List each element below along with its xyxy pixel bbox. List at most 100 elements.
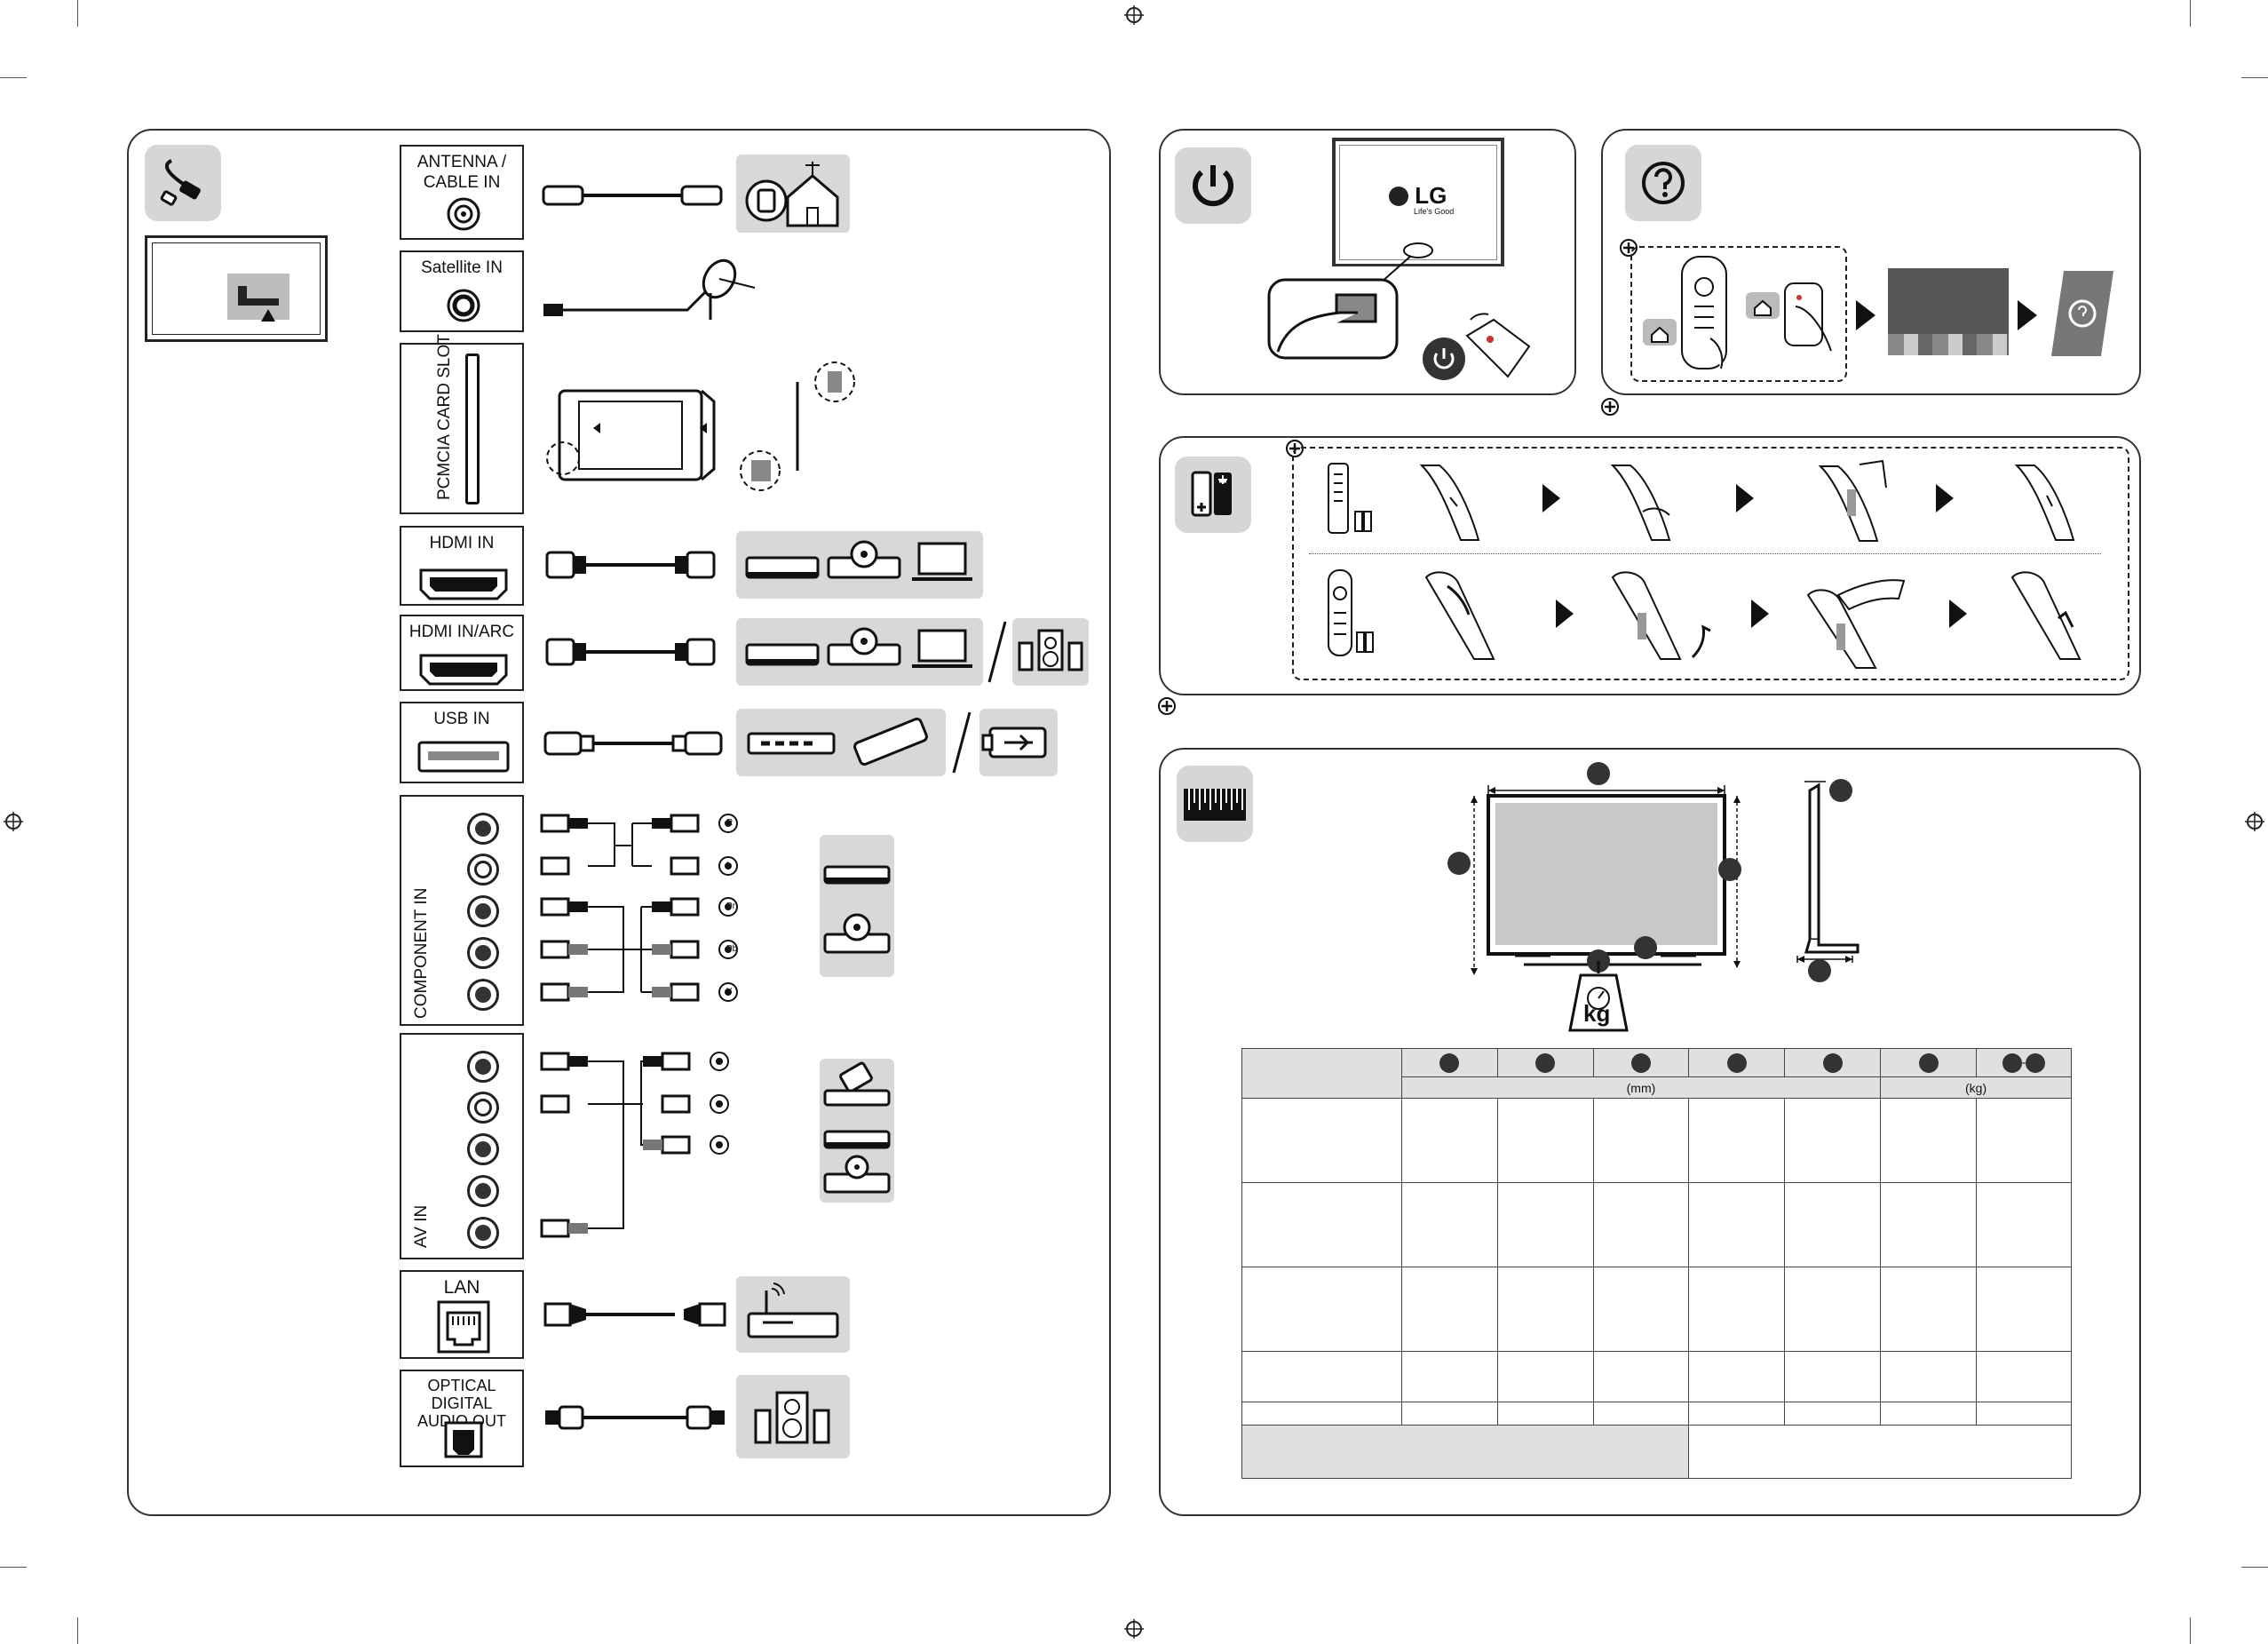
port-usb: USB IN — [400, 702, 524, 783]
dimension-column-header — [1784, 1048, 1882, 1077]
hdmi-cable-icon — [545, 638, 716, 666]
table-row — [1241, 1402, 2072, 1426]
connections-panel — [127, 129, 1111, 1516]
jack-red — [467, 1133, 499, 1165]
jack-green — [467, 1217, 499, 1249]
jack-green — [467, 979, 499, 1011]
weight-unit-label: kg — [1583, 1000, 1611, 1027]
port-label: HDMI IN/ARC — [408, 623, 515, 641]
port-pcmcia: PCMCIA CARD SLOT — [400, 334, 524, 514]
satellite-dish-icon — [543, 258, 756, 320]
hdmi-cable-icon — [545, 551, 716, 579]
jack-red — [467, 813, 499, 845]
registration-mark-icon — [1124, 5, 1144, 25]
port-label: OPTICAL DIGITAL AUDIO OUT — [416, 1377, 506, 1430]
arrow-right-icon — [1736, 484, 1754, 512]
port-optical: OPTICAL DIGITAL AUDIO OUT — [400, 1370, 524, 1467]
ruler-icon — [1177, 766, 1253, 842]
dimensions-spec-table: - (mm) (kg) — [1241, 1048, 2072, 1479]
port-component: COMPONENT IN — [400, 795, 524, 1026]
plus-circle-icon — [1601, 398, 1619, 416]
port-label: ANTENNA / CABLE IN — [416, 153, 507, 192]
insert-batteries-step-icon — [1818, 459, 1887, 542]
crop-mark — [2241, 77, 2268, 78]
help-steps-dashed-box — [1630, 246, 1847, 382]
vcr-camcorder-icon — [823, 1061, 891, 1194]
ci-module-icon — [740, 361, 855, 491]
jack-label-pb: Pb — [726, 944, 738, 954]
tv-side-dimension-drawing — [1796, 781, 1860, 963]
usb-memory-box — [979, 709, 1058, 776]
f-connector-icon — [447, 289, 480, 322]
slide-cover-back-step-icon — [2010, 571, 2082, 660]
lg-logo-text: LG — [1389, 182, 1447, 210]
unit-kg: (kg) — [1880, 1076, 2072, 1099]
tv-back-diagram — [145, 235, 328, 342]
weight-scale-icon — [1568, 961, 1629, 1032]
port-label: PCMCIA CARD SLOT — [435, 334, 454, 500]
av-devices-box — [820, 1059, 894, 1203]
dimension-column-header — [1496, 1048, 1594, 1077]
port-area-marker — [227, 274, 289, 322]
table-footer-row — [1241, 1425, 2072, 1479]
open-battery-cover-step-icon — [1419, 465, 1480, 541]
dimension-badge — [1634, 936, 1657, 959]
model-header-cell — [1241, 1048, 1402, 1099]
dimension-badge — [1829, 779, 1852, 802]
battery-row-divider — [1309, 553, 2101, 554]
dimension-badge — [1718, 858, 1741, 881]
port-label: Satellite IN — [421, 258, 503, 277]
insert-batteries-step-icon — [1806, 579, 1906, 669]
table-row — [1241, 1351, 2072, 1402]
port-av: AV IN — [400, 1033, 524, 1259]
dimension-column-header — [1688, 1048, 1786, 1077]
av-devices-icon — [745, 627, 972, 668]
table-row — [1241, 1182, 2072, 1267]
jack-white — [467, 854, 499, 886]
hdmi-devices-box — [736, 531, 983, 599]
tv-dimension-drawing — [1471, 785, 1741, 975]
port-satellite: Satellite IN — [400, 250, 524, 332]
dimension-badge — [1587, 762, 1610, 785]
dimension-badge — [1808, 959, 1831, 982]
speaker-device-box — [1012, 618, 1089, 686]
jack-label-y: Y — [726, 987, 733, 997]
divider-slash-icon — [987, 621, 1007, 683]
port-label: COMPONENT IN — [412, 887, 431, 1019]
dimension-column-header — [1400, 1048, 1498, 1077]
lift-cover-step-icon — [1611, 571, 1711, 660]
unit-mm: (mm) — [1400, 1076, 1882, 1099]
tv-front-diagram: LG Life's Good — [1332, 138, 1504, 266]
battery-panel — [1159, 436, 2141, 695]
cable-icon — [145, 145, 221, 221]
port-label: LAN — [443, 1277, 480, 1298]
coax-cable-icon — [542, 185, 723, 206]
router-icon — [747, 1283, 839, 1338]
remote-power-icon — [1423, 313, 1531, 380]
slide-cover-step-icon — [1424, 571, 1495, 660]
dimension-badge — [1447, 852, 1471, 875]
house-antenna-icon — [745, 162, 839, 227]
weight-column-header — [1880, 1048, 1978, 1077]
jack-yellow — [467, 1051, 499, 1083]
joystick-callout-icon — [1267, 242, 1433, 360]
close-cover-step-icon — [2014, 465, 2075, 541]
dimension-column-header — [1592, 1048, 1690, 1077]
arrow-right-icon — [1751, 600, 1769, 628]
jack-label-r: R — [726, 818, 734, 828]
jack-label-pr: Pr — [726, 901, 735, 911]
av-devices-icon — [745, 540, 972, 581]
remove-cover-step-icon — [1610, 465, 1671, 541]
battery-icon — [1175, 457, 1251, 533]
usb-drive-icon — [747, 717, 928, 766]
jack-blue — [467, 937, 499, 969]
weight-column-header: - — [1976, 1048, 2072, 1077]
arrow-right-icon — [1856, 300, 1875, 330]
jack-label-l: L — [726, 861, 732, 870]
hdmi-arc-port-icon — [419, 654, 508, 686]
optical-port-icon — [444, 1421, 483, 1458]
ci-card-icon — [546, 389, 716, 481]
usb-port-icon — [417, 741, 510, 773]
magic-remote-home-icon — [1643, 256, 1832, 369]
av-cable-icon — [540, 1052, 729, 1238]
